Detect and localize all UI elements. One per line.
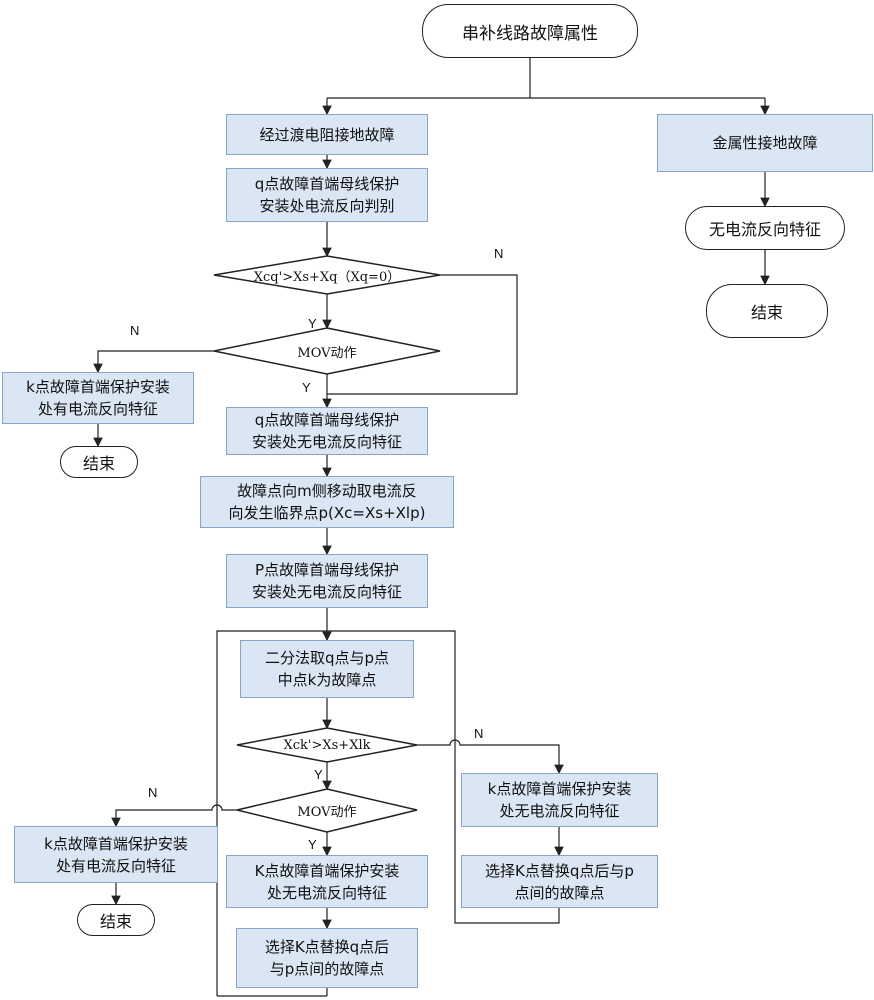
label-y-mov2: Y: [308, 837, 317, 852]
label-y-cond1: Y: [308, 316, 317, 331]
mov-1-text: MOV动作: [297, 345, 357, 361]
condition-2-text: Xck'>Xs+Xlk: [283, 737, 371, 753]
q-judge-box: q点故障首端母线保护 安装处电流反向判别: [226, 168, 428, 222]
decision-diamond-2: [213, 327, 441, 375]
metal-fault-box: 金属性接地故障: [657, 114, 873, 172]
label-n-cond1: N: [494, 246, 504, 261]
no-reverse-terminal: 无电流反向特征: [685, 206, 845, 250]
decision-diamond-1: [213, 255, 441, 295]
label-n-cond2: N: [474, 726, 484, 741]
condition-1-text: Xcq'>Xs+Xq（Xq=0）: [253, 269, 401, 285]
label-y-cond2: Y: [314, 767, 323, 782]
k-has-reverse-box-2: k点故障首端保护安装 处有电流反向特征: [14, 826, 218, 883]
end-terminal-right: 结束: [706, 284, 828, 338]
label-y-mov1: Y: [302, 380, 311, 395]
start-terminal: 串补线路故障属性: [422, 4, 638, 58]
k-no-reverse-mid-box: K点故障首端保护安装 处无电流反向特征: [226, 855, 428, 908]
bisect-box: 二分法取q点与p点 中点k为故障点: [240, 640, 414, 698]
replace-q-box: 选择K点替换q点后 与p点间的故障点: [236, 928, 418, 988]
p-no-reverse-box: P点故障首端母线保护 安装处无电流反向特征: [226, 554, 428, 608]
transition-fault-box: 经过渡电阻接地故障: [226, 114, 428, 155]
replace-q-right-box: 选择K点替换q点后与p 点间的故障点: [461, 855, 658, 908]
end-terminal-left-1: 结束: [60, 446, 138, 478]
decision-diamond-3: [236, 727, 418, 763]
k-has-reverse-box-1: k点故障首端保护安装 处有电流反向特征: [2, 372, 194, 424]
decision-diamond-4: [236, 788, 418, 833]
q-no-reverse-box: q点故障首端母线保护 安装处无电流反向特征: [226, 407, 428, 455]
label-n-mov2: N: [148, 785, 158, 800]
k-no-reverse-right-box: k点故障首端保护安装 处无电流反向特征: [461, 773, 658, 827]
end-terminal-left-2: 结束: [77, 904, 155, 936]
mov-2-text: MOV动作: [297, 804, 357, 820]
label-n-mov1: N: [130, 323, 140, 338]
move-m-box: 故障点向m侧移动取电流反 向发生临界点p(Xc=Xs+Xlp): [200, 476, 454, 528]
